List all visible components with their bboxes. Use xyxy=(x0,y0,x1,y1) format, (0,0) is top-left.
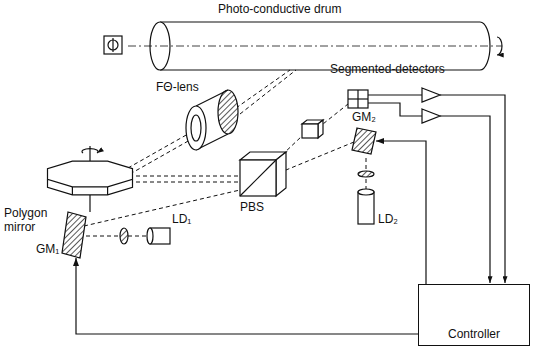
mirror-outline xyxy=(352,128,376,154)
mirror-outline xyxy=(62,212,86,258)
lens-block xyxy=(318,120,323,138)
signal-wire xyxy=(440,116,490,283)
polygon-edge xyxy=(72,187,73,195)
polygon-top xyxy=(48,161,133,187)
polygon-axis xyxy=(89,195,90,212)
label-text: PBS xyxy=(240,200,264,214)
rotation-arrow xyxy=(497,37,502,55)
box-title: Controller xyxy=(448,327,500,341)
drive-symbol xyxy=(104,36,122,54)
mirror-outline xyxy=(352,128,376,154)
laser-beam xyxy=(236,70,290,108)
galvano-mirror: GM₁ xyxy=(62,212,86,258)
amplifier xyxy=(422,88,440,102)
drum-axis xyxy=(128,46,502,47)
laser-label: LD₂ xyxy=(378,212,398,226)
lens-front xyxy=(191,115,201,141)
laser-end xyxy=(147,228,153,244)
polygon-edge xyxy=(107,187,108,195)
signal-wire xyxy=(368,94,422,95)
detector-label: Segmented-detectors xyxy=(330,62,445,76)
control-line xyxy=(376,141,426,284)
galvano-mirror: GM₂ xyxy=(352,128,376,154)
label-text: LD₁ xyxy=(172,212,191,226)
lens-block xyxy=(302,124,318,138)
label-text: FΘ-lens xyxy=(156,80,199,94)
laser-body xyxy=(358,192,374,224)
laser-beam xyxy=(84,70,366,236)
laser-beam xyxy=(136,176,240,177)
label-text: LD₂ xyxy=(378,212,398,226)
laser-diode xyxy=(120,171,374,244)
mirror-label: GM₁ xyxy=(36,242,60,256)
control-line xyxy=(76,258,418,334)
polygon-mirror xyxy=(48,146,133,212)
collimator-lens xyxy=(120,228,128,244)
f-theta-lens xyxy=(186,90,238,150)
cube-face xyxy=(240,160,276,196)
mirror-outline xyxy=(62,212,86,258)
amplifier xyxy=(422,109,440,123)
lens-front xyxy=(186,106,206,150)
drive-symbol xyxy=(112,38,113,52)
label-text: Segmented-detectors xyxy=(330,62,445,76)
laser-beam xyxy=(240,70,296,114)
lens-label: FΘ-lens xyxy=(156,80,199,94)
laser-end xyxy=(358,189,374,195)
pbs-cube xyxy=(240,152,286,196)
polygon-label: Polygon mirror xyxy=(4,206,58,234)
label-text: Photo-conductive drum xyxy=(218,2,341,16)
laser-beam xyxy=(130,140,190,174)
lens-back xyxy=(218,90,238,134)
laser-beam xyxy=(286,142,354,170)
mirror-label: GM₂ xyxy=(352,110,376,124)
laser-beam xyxy=(128,134,188,168)
cube-diagonal xyxy=(240,160,276,196)
segment-line xyxy=(348,98,368,99)
drum-label: Photo-conductive drum xyxy=(218,2,341,16)
laser-label: LD₁ xyxy=(172,212,191,226)
signal-wire xyxy=(368,103,422,116)
segmented-detector xyxy=(348,90,368,108)
collimator-lens xyxy=(358,171,374,177)
signal-wire xyxy=(368,88,505,283)
laser-beam xyxy=(86,236,150,237)
label-text: Polygon mirror xyxy=(4,206,58,234)
signal-wire xyxy=(440,95,505,283)
rotation-arrow xyxy=(82,149,98,153)
lens-edge xyxy=(196,90,228,106)
controller-box: Controller xyxy=(418,284,530,346)
laser-beam xyxy=(136,182,240,183)
cube-face xyxy=(276,152,286,196)
pbs-label: PBS xyxy=(240,200,264,214)
